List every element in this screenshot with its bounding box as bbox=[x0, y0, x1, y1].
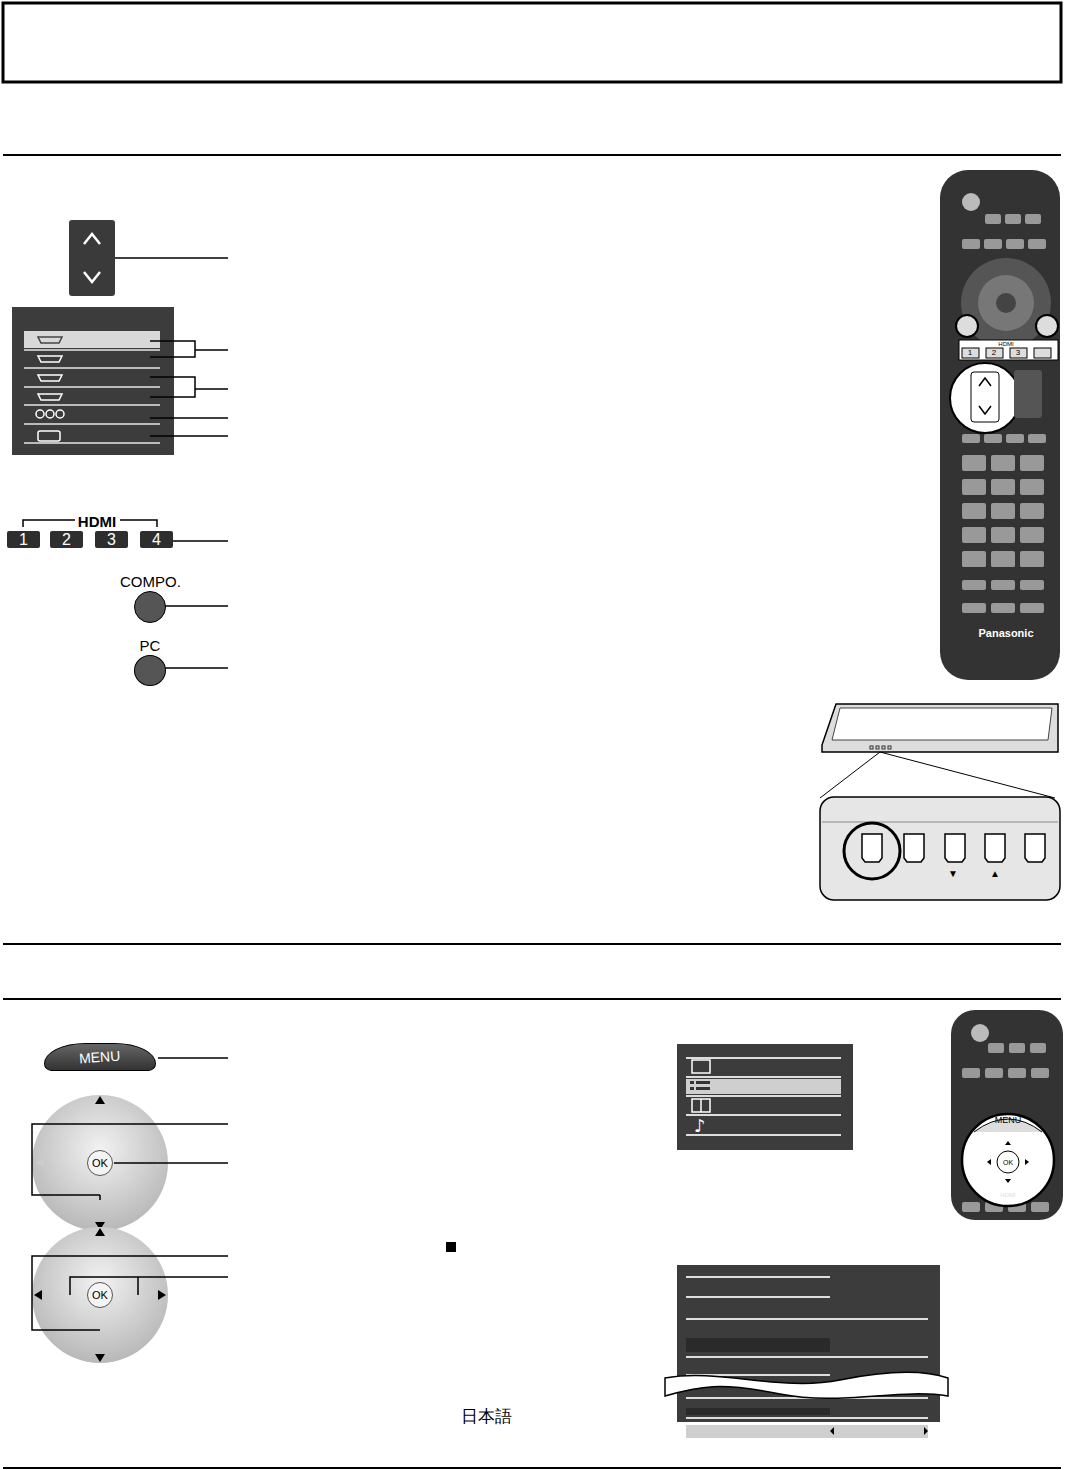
remote-label: OK bbox=[1003, 1159, 1013, 1166]
remote-button bbox=[962, 503, 986, 519]
remote-button bbox=[984, 239, 1002, 249]
remote-button bbox=[962, 557, 986, 567]
remote-button bbox=[962, 1068, 980, 1078]
remote-button bbox=[991, 557, 1015, 567]
hdmi-key: 4 bbox=[140, 531, 173, 548]
remote-key-number: 3 bbox=[1016, 349, 1020, 357]
remote-label: HDMI bbox=[1000, 1192, 1015, 1198]
hdmi-key: 2 bbox=[50, 531, 83, 548]
remote-button bbox=[991, 603, 1015, 613]
brand-name: Panasonic bbox=[978, 628, 1033, 639]
remote-button bbox=[1020, 551, 1044, 567]
ok-key: OK bbox=[87, 1282, 113, 1308]
remote-button bbox=[991, 551, 1015, 567]
remote-button bbox=[962, 239, 980, 249]
remote-label: MENU bbox=[995, 1116, 1022, 1125]
hdmi-key: 1 bbox=[7, 531, 40, 548]
remote-button bbox=[1028, 434, 1046, 443]
remote-button bbox=[962, 551, 986, 567]
button-label: 3 bbox=[107, 532, 116, 548]
remote-button bbox=[962, 1202, 980, 1212]
button-label: OK bbox=[92, 1290, 108, 1301]
remote-button bbox=[1005, 214, 1021, 224]
remote-key-number: 1 bbox=[968, 349, 972, 357]
remote-label: HDMI bbox=[998, 341, 1013, 347]
hdmi-label: HDMI bbox=[76, 514, 118, 529]
remote-button bbox=[985, 214, 1001, 224]
hdmi-key: 3 bbox=[95, 531, 128, 548]
remote-button bbox=[962, 434, 980, 443]
remote-button bbox=[991, 527, 1015, 543]
button-label: 1 bbox=[19, 532, 28, 548]
remote-button bbox=[1020, 455, 1044, 471]
round-key: COMPO. bbox=[120, 574, 181, 624]
remote-button bbox=[1031, 1202, 1049, 1212]
remote-button bbox=[1020, 557, 1044, 567]
remote-button bbox=[984, 434, 1002, 443]
panel-arrow: ▼ bbox=[948, 869, 958, 879]
remote-button bbox=[991, 455, 1015, 471]
remote-button bbox=[1006, 239, 1024, 249]
remote-button bbox=[985, 1068, 1003, 1078]
ok-key: OK bbox=[87, 1150, 113, 1176]
button-label: MENU bbox=[79, 1049, 121, 1066]
remote-button bbox=[1031, 1068, 1049, 1078]
remote-button bbox=[1025, 214, 1041, 224]
button-label: COMPO. bbox=[120, 574, 181, 589]
remote-button bbox=[991, 479, 1015, 495]
remote-button bbox=[962, 455, 986, 471]
remote-button bbox=[1028, 239, 1046, 249]
remote-button bbox=[1020, 479, 1044, 495]
remote-button bbox=[1020, 603, 1044, 613]
language-option: 日本語 bbox=[461, 1408, 512, 1425]
button-label: 2 bbox=[62, 532, 71, 548]
key-circle bbox=[134, 591, 166, 623]
remote-button bbox=[962, 479, 986, 495]
remote-button bbox=[991, 503, 1015, 519]
remote-button bbox=[988, 1043, 1004, 1053]
remote-button bbox=[1020, 527, 1044, 543]
button-label: PC bbox=[140, 638, 161, 653]
menu-key: MENU bbox=[44, 1043, 156, 1071]
key-circle bbox=[134, 655, 166, 686]
button-label: OK bbox=[92, 1158, 108, 1169]
remote-button bbox=[1008, 1068, 1026, 1078]
remote-button bbox=[1020, 503, 1044, 519]
remote-button bbox=[1030, 1043, 1046, 1053]
remote-button bbox=[1020, 580, 1044, 590]
svg-text:♪: ♪ bbox=[694, 1115, 706, 1136]
remote-key-number: 2 bbox=[992, 349, 996, 357]
remote-button bbox=[962, 527, 986, 543]
panel-arrow: ▲ bbox=[990, 869, 1000, 879]
remote-button bbox=[1006, 434, 1024, 443]
button-label: 4 bbox=[152, 532, 161, 548]
remote-button bbox=[962, 603, 986, 613]
round-key: PC bbox=[120, 638, 180, 686]
remote-button bbox=[991, 580, 1015, 590]
remote-button bbox=[1009, 1043, 1025, 1053]
remote-button bbox=[962, 580, 986, 590]
